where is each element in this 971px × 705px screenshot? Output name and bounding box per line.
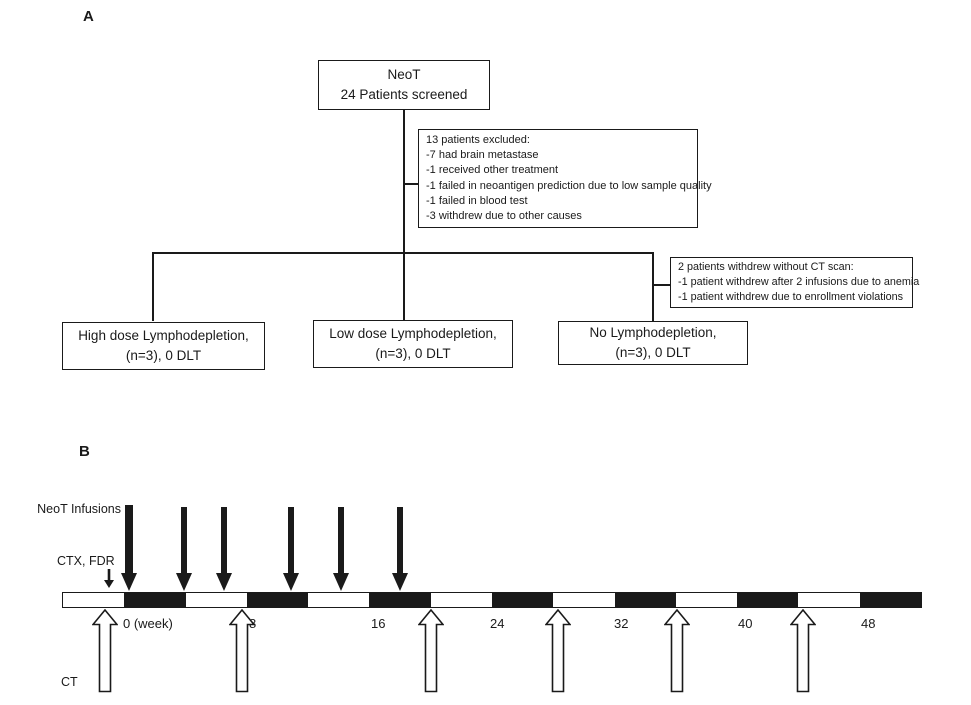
withdrew-line: 2 patients withdrew without CT scan: xyxy=(678,260,854,273)
timeline-segment xyxy=(614,593,676,607)
excluded-line: -1 failed in neoantigen prediction due t… xyxy=(426,179,712,192)
timeline-segment xyxy=(676,593,737,607)
timeline-segment xyxy=(246,593,309,607)
excluded-line: -3 withdrew due to other causes xyxy=(426,209,582,222)
panel-b-label: B xyxy=(79,443,90,460)
arm-box-title: High dose Lymphodepletion, xyxy=(78,328,249,344)
ct-arrow xyxy=(545,609,571,693)
arm-box-title: Low dose Lymphodepletion, xyxy=(329,326,497,342)
week-label-32: 32 xyxy=(614,616,629,631)
week-label-0: 0 (week) xyxy=(123,616,173,631)
timeline-segment xyxy=(491,593,554,607)
timeline-segment xyxy=(859,593,921,607)
timeline-segment xyxy=(553,593,614,607)
ct-arrow xyxy=(790,609,816,693)
timeline-segment xyxy=(737,593,799,607)
ct-arrow xyxy=(664,609,690,693)
arm-box-detail: (n=3), 0 DLT xyxy=(125,348,202,363)
connector-horizontal-branch xyxy=(152,252,653,254)
arm-box-low-dose: Low dose Lymphodepletion, (n=3), 0 DLT xyxy=(313,320,513,368)
timeline-segment xyxy=(431,593,492,607)
ctx-fdr-arrow xyxy=(104,569,114,588)
withdrew-box: 2 patients withdrew without CT scan: -1 … xyxy=(670,257,919,308)
connector-drop-middle xyxy=(403,252,405,321)
timeline-segment xyxy=(124,593,186,607)
timeline-segment xyxy=(798,593,859,607)
panel-a-label: A xyxy=(83,8,94,25)
timeline-bar xyxy=(62,592,922,608)
ct-label: CT xyxy=(61,675,78,689)
infusion-arrow xyxy=(392,507,408,591)
connector-excluded-box xyxy=(403,183,418,185)
screened-box: NeoT 24 Patients screened xyxy=(318,60,490,110)
week-label-24: 24 xyxy=(490,616,505,631)
week-label-16: 16 xyxy=(371,616,386,631)
screened-box-title: NeoT xyxy=(387,67,421,83)
arm-box-high-dose: High dose Lymphodepletion, (n=3), 0 DLT xyxy=(62,322,265,370)
connector-vertical-main xyxy=(403,110,405,253)
ctx-fdr-label: CTX, FDR xyxy=(57,554,115,568)
arm-box-detail: (n=3), 0 DLT xyxy=(615,345,691,360)
arm-box-title: No Lymphodepletion, xyxy=(589,325,717,341)
withdrew-line: -1 patient withdrew due to enrollment vi… xyxy=(678,291,904,304)
timeline-segment xyxy=(186,593,247,607)
ct-arrow xyxy=(418,609,444,693)
ct-arrow xyxy=(229,609,255,693)
timeline-segment xyxy=(308,593,369,607)
infusions-label: NeoT Infusions xyxy=(37,502,121,516)
timeline-segment xyxy=(369,593,431,607)
infusion-arrow xyxy=(333,507,349,591)
ct-arrow xyxy=(92,609,118,693)
arm-box-no-lymphodepletion: No Lymphodepletion, (n=3), 0 DLT xyxy=(558,321,748,365)
connector-drop-left xyxy=(152,252,154,321)
withdrew-line: -1 patient withdrew after 2 infusions du… xyxy=(678,275,920,288)
excluded-box: 13 patients excluded: -7 had brain metas… xyxy=(418,129,712,228)
connector-withdrew-box xyxy=(652,284,670,286)
excluded-line: -7 had brain metastase xyxy=(426,149,539,162)
timeline-segment xyxy=(63,593,124,607)
infusion-arrow xyxy=(121,505,137,591)
connector-drop-right xyxy=(652,252,654,321)
excluded-line: -1 failed in blood test xyxy=(426,194,528,207)
screened-box-count: 24 Patients screened xyxy=(340,87,468,102)
infusion-arrow xyxy=(176,507,192,591)
arm-box-detail: (n=3), 0 DLT xyxy=(375,346,451,361)
week-label-48: 48 xyxy=(861,616,876,631)
infusion-arrow xyxy=(216,507,232,591)
week-label-40: 40 xyxy=(738,616,753,631)
excluded-line: 13 patients excluded: xyxy=(426,133,530,146)
infusion-arrow xyxy=(283,507,299,591)
excluded-line: -1 received other treatment xyxy=(426,164,559,177)
